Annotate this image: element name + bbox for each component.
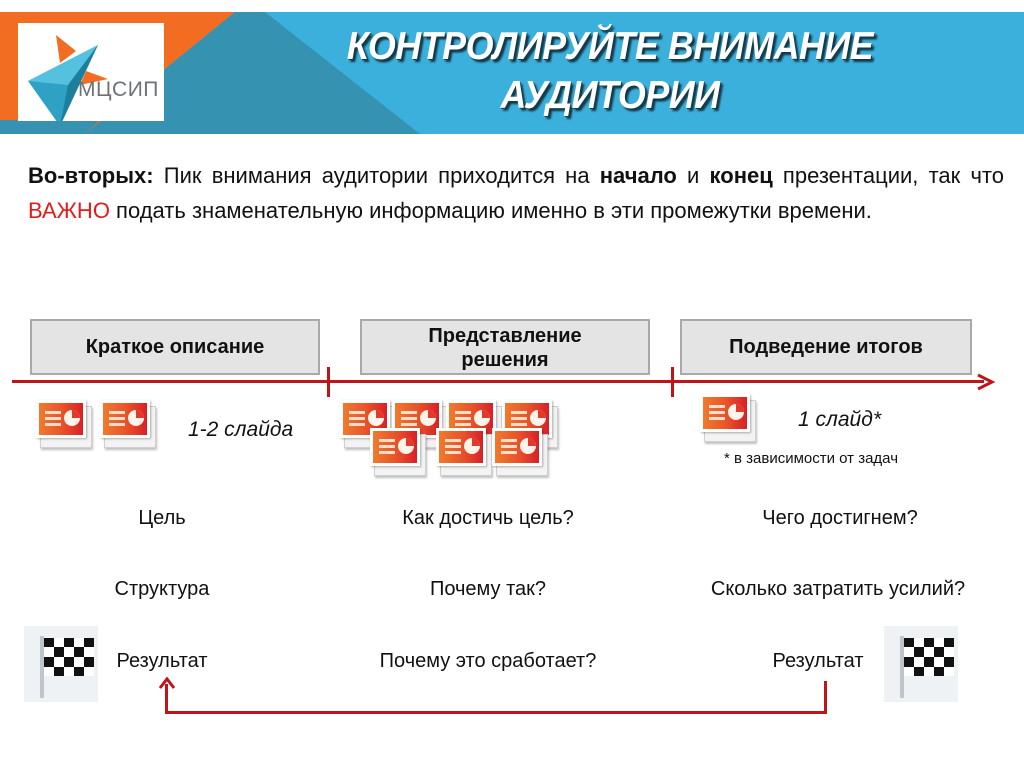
item-text: Почему это сработает? [379,650,597,672]
paper-plane-logo-icon [28,35,108,126]
item-text: Как достичь цель? [402,507,574,529]
intro-bold-end: конец [709,163,773,188]
item-text: Почему так? [429,578,547,600]
presentation-slide-icon [36,400,92,448]
timeline-tick [327,367,330,397]
intro-paragraph: Во-вторых: Пик внимания аудитории приход… [28,158,1004,228]
footnote: * в зависимости от задач [724,450,899,467]
presentation-slide-icon [492,428,548,476]
presentation-slide-icon [100,400,156,448]
item-text: Чего достигнем? [762,507,918,529]
stage-box-conclusion: Подведение итогов [680,319,972,375]
title-line-2: АУДИТОРИИ [500,74,720,117]
stage-box-summary: Краткое описание [30,319,320,375]
arrow-up-icon [158,676,176,689]
page-title: КОНТРОЛИРУЙТЕ ВНИМАНИЕ АУДИТОРИИ [297,22,923,120]
intro-lead: Во-вторых: [28,163,154,188]
return-arrow-line [165,684,168,714]
slides-count-note: 1 слайд* [798,408,881,431]
item-text: Сколько затратить усилий? [710,578,966,600]
arrow-right-icon [977,373,996,391]
timeline-line [12,380,984,383]
intro-highlight: ВАЖНО [28,198,110,223]
checkered-flag-icon [884,626,958,702]
stage-label: Краткое описание [85,336,265,358]
intro-text: Пик внимания аудитории приходится на [153,163,600,188]
item-text: Структура [114,578,210,600]
stage-label: Подведение итогов [729,336,923,358]
presentation-slide-icon [436,428,492,476]
presentation-slide-icon [370,428,426,476]
intro-text: подать знаменательную информацию именно … [109,198,872,223]
presentation-slide-icon [700,394,756,442]
item-text: Результат [772,650,864,672]
logo: МЦСИП [18,23,164,126]
stage-box-solution: Представление решения [360,319,650,375]
intro-text: презентации, так что [772,163,1005,188]
title-line-1: КОНТРОЛИРУЙТЕ ВНИМАНИЕ [346,25,874,68]
return-arrow-line [165,711,827,714]
item-text: Результат [116,650,208,672]
timeline-tick [671,367,674,397]
checkered-flag-icon [24,626,98,702]
return-arrow-line [824,681,827,714]
intro-text: и [676,163,710,188]
logo-text: МЦСИП [78,78,159,101]
intro-bold-start: начало [599,163,677,188]
stage-label: Представление решения [428,325,582,371]
item-text: Цель [138,507,186,529]
slides-count-note: 1-2 слайда [188,418,294,441]
